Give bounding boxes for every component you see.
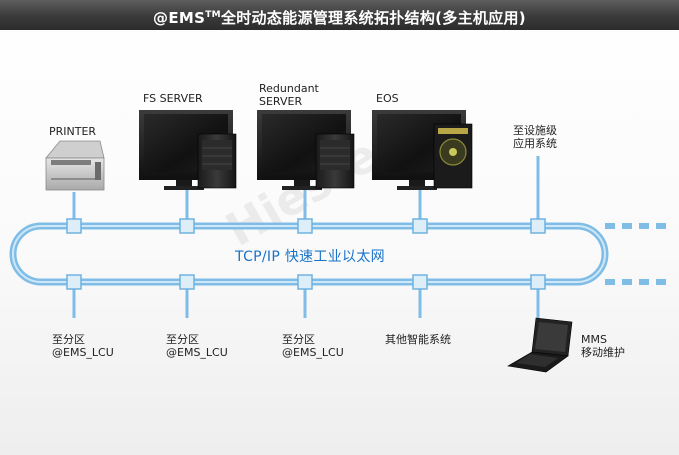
node-mms — [530, 274, 546, 290]
label-lcu-1: 至分区 @EMS_LCU — [52, 333, 114, 359]
title-main: @EMS — [153, 9, 206, 27]
label-smart-system: 其他智能系统 — [385, 333, 451, 346]
label-station-system: 至设施级 应用系统 — [513, 124, 557, 150]
eos-image — [372, 110, 473, 190]
network-label: TCP/IP 快速工业以太网 — [235, 249, 385, 265]
label-fs-server: FS SERVER — [143, 92, 203, 105]
fs-server-image — [139, 110, 237, 190]
node-lcu-2 — [179, 274, 195, 290]
node-station — [530, 218, 546, 234]
title-bar: @EMSTM全时动态能源管理系统拓扑结构(多主机应用) — [0, 0, 679, 30]
node-lcu-3 — [297, 274, 313, 290]
printer-image — [45, 140, 105, 191]
title-trademark: TM — [205, 10, 221, 20]
ring-extensions — [605, 223, 668, 285]
label-lcu-3: 至分区 @EMS_LCU — [282, 333, 344, 359]
label-redundant-server: Redundant SERVER — [259, 82, 319, 108]
label-eos: EOS — [376, 92, 399, 105]
ring-nodes — [66, 218, 546, 290]
node-redundant — [297, 218, 313, 234]
label-mms: MMS 移动维护 — [581, 333, 625, 359]
node-printer — [66, 218, 82, 234]
title-rest: 全时动态能源管理系统拓扑结构(多主机应用) — [220, 9, 526, 27]
node-fs-server — [179, 218, 195, 234]
label-lcu-2: 至分区 @EMS_LCU — [166, 333, 228, 359]
redundant-server-image — [257, 110, 355, 190]
node-smart — [412, 274, 428, 290]
label-printer: PRINTER — [49, 125, 97, 138]
node-lcu-1 — [66, 274, 82, 290]
laptop-image — [507, 317, 573, 373]
node-eos — [412, 218, 428, 234]
